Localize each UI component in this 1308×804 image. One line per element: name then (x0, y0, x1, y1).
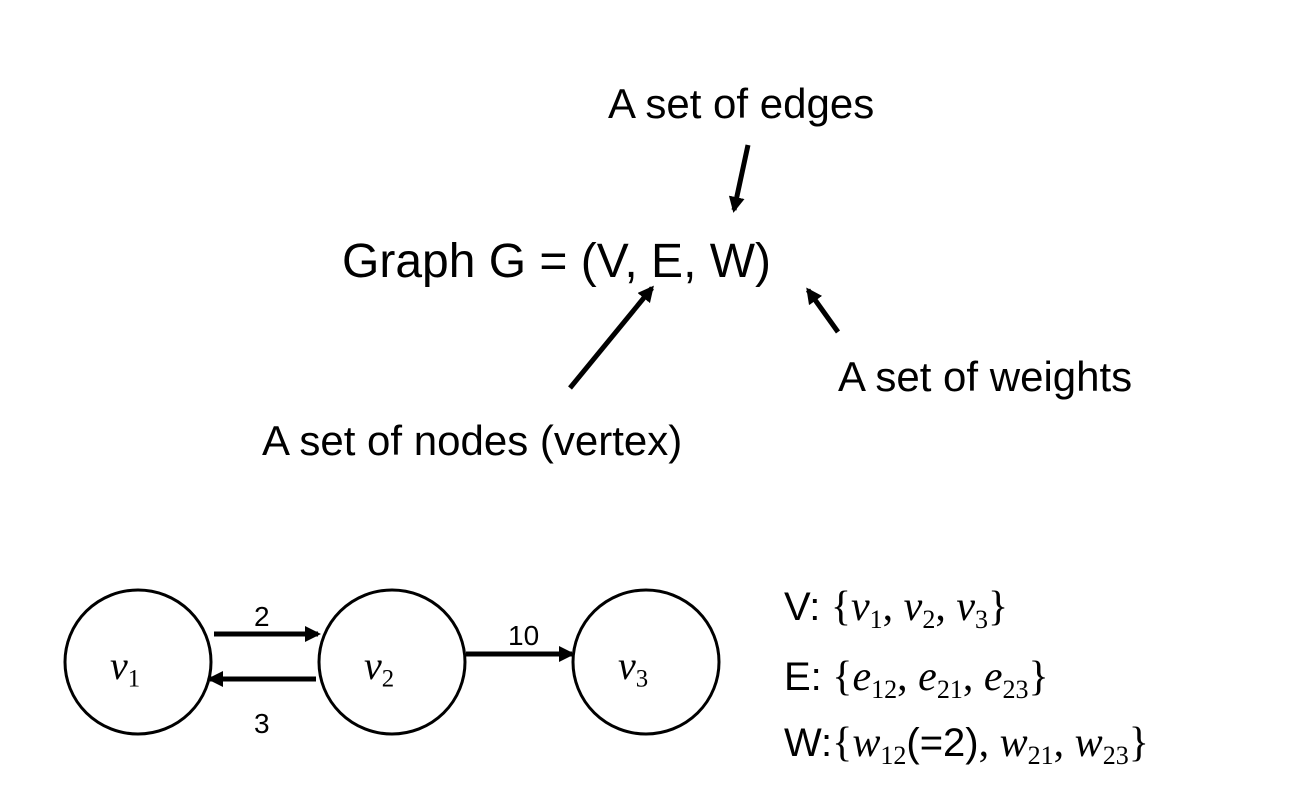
set-e-sep-2: , (962, 654, 984, 700)
set-v-sep-2: , (935, 584, 957, 630)
weights-label: A set of weights (838, 353, 1133, 400)
set-e-close: } (1028, 654, 1049, 700)
edge-weight-v2-v1: 3 (254, 708, 270, 739)
weights-pointer-arrow (805, 287, 841, 334)
set-e-key: E: (784, 655, 822, 699)
set-v-close: } (988, 584, 1009, 630)
graph-formula: Graph G = (V, E, W) (342, 235, 772, 288)
set-w-line: W:{w12(=2), w21, w23} (784, 722, 1149, 769)
set-v-sep-1: , (882, 584, 904, 630)
set-w-item-1: w12 (852, 720, 907, 770)
set-w-open: { (832, 720, 853, 766)
edge-weight-v2-v3: 10 (508, 620, 540, 651)
set-w-sep-2: , (1053, 720, 1075, 766)
set-v-item-2: v2 (903, 584, 936, 634)
nodes-label: A set of nodes (vertex) (262, 417, 683, 464)
set-w-item-2: w21 (999, 720, 1054, 770)
set-w-sep-1: , (978, 720, 1000, 766)
set-e-line: E: {e12, e21, e23} (784, 656, 1049, 703)
set-v-line: V: {v1, v2, v3} (784, 586, 1008, 633)
node-v2-circle (317, 588, 467, 736)
edges-pointer-arrow (728, 144, 751, 213)
node-v1-label: v1 (110, 643, 141, 693)
set-v-item-1: v1 (850, 584, 883, 634)
set-w-close: } (1128, 720, 1149, 766)
set-e-item-2: e21 (918, 654, 963, 704)
set-v-item-3: v3 (956, 584, 988, 634)
set-v-key: V: (784, 585, 821, 629)
nodes-pointer-arrow (568, 285, 654, 390)
node-v3-circle (571, 588, 721, 736)
set-e-item-3: e23 (983, 654, 1029, 704)
set-v-open: { (820, 584, 851, 630)
set-e-item-1: e12 (852, 654, 898, 704)
set-w-key: W: (784, 721, 833, 765)
set-w-item-1-suffix: (=2) (906, 721, 979, 765)
edge-weight-v1-v2: 2 (254, 601, 270, 632)
set-e-sep-1: , (897, 654, 919, 700)
set-w-item-3: w23 (1074, 720, 1129, 770)
node-v2-label: v2 (364, 643, 395, 693)
set-e-open: { (821, 654, 853, 700)
node-v1-circle (63, 588, 213, 736)
node-v3-label: v3 (618, 643, 649, 693)
edges-label: A set of edges (608, 80, 875, 127)
